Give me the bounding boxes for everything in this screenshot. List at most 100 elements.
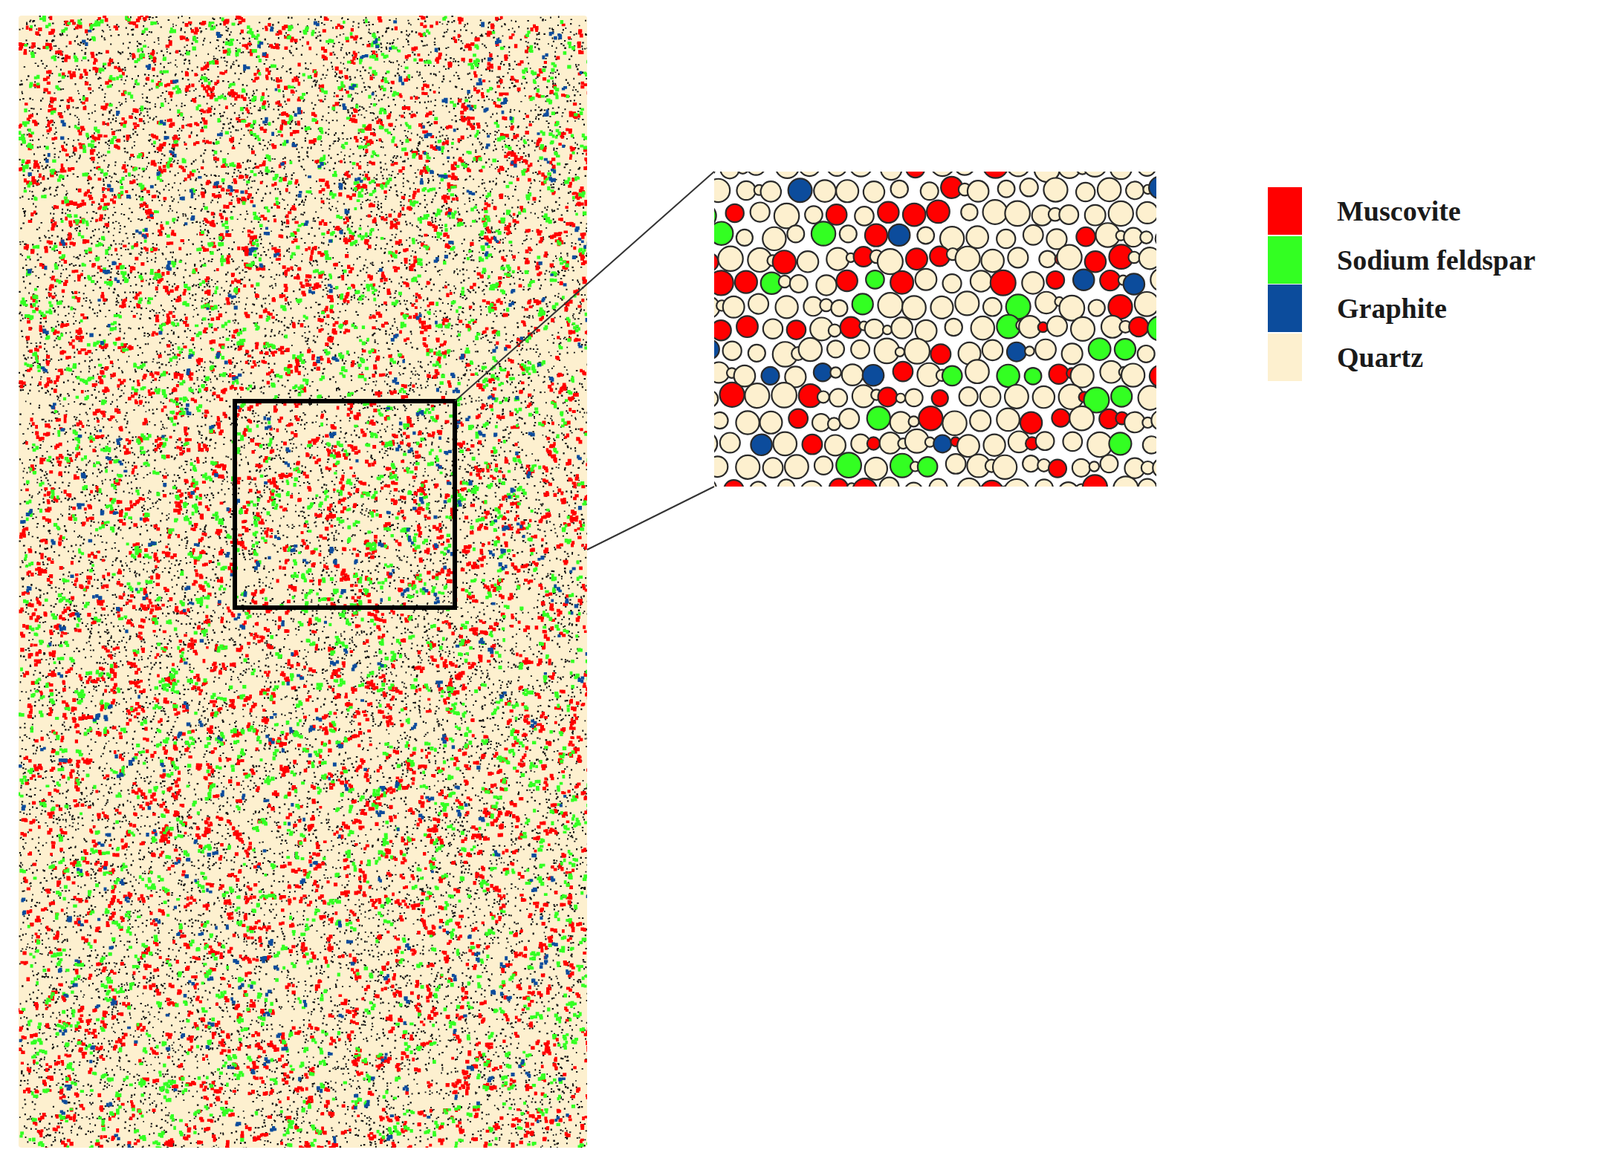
particle xyxy=(930,296,953,319)
particle xyxy=(804,205,822,223)
particle xyxy=(726,204,744,223)
legend-label: Graphite xyxy=(1336,292,1447,325)
particle xyxy=(723,480,744,487)
particle xyxy=(1047,316,1068,337)
particle xyxy=(736,181,756,200)
particle xyxy=(957,434,980,458)
particle xyxy=(891,180,909,198)
particle xyxy=(714,320,732,341)
particle xyxy=(1056,245,1082,270)
particle xyxy=(905,248,928,270)
particle xyxy=(1148,176,1157,200)
particle xyxy=(836,179,859,203)
particle xyxy=(852,293,874,315)
particle xyxy=(965,359,990,384)
particle xyxy=(980,249,1004,272)
particle xyxy=(1020,412,1042,434)
particle xyxy=(1150,268,1157,291)
particle xyxy=(865,224,888,247)
particle xyxy=(908,416,920,427)
particle xyxy=(865,270,885,290)
particle xyxy=(1048,460,1067,478)
particle xyxy=(877,248,903,275)
particle xyxy=(836,452,862,478)
particle xyxy=(1007,247,1028,268)
particle xyxy=(1051,409,1070,428)
particle xyxy=(1089,461,1100,472)
particle xyxy=(957,478,981,487)
particle xyxy=(1125,181,1144,200)
particle xyxy=(714,179,730,203)
legend-swatch xyxy=(1267,236,1302,284)
particle xyxy=(1006,171,1031,177)
particle xyxy=(1049,364,1069,384)
particle xyxy=(942,411,967,436)
particle xyxy=(714,270,734,296)
particle xyxy=(1139,231,1153,244)
particle xyxy=(786,225,805,243)
particle xyxy=(815,274,837,296)
particle xyxy=(955,246,981,272)
particle xyxy=(1043,177,1068,202)
feldspar-particles xyxy=(18,15,588,1149)
particle xyxy=(1137,345,1155,363)
particle xyxy=(854,206,874,226)
particle xyxy=(867,406,891,430)
particle xyxy=(1147,316,1157,342)
particle xyxy=(1070,364,1094,388)
particle xyxy=(723,341,742,361)
particle xyxy=(980,386,1002,408)
particle xyxy=(969,410,991,432)
particle xyxy=(744,383,770,408)
particle xyxy=(917,457,938,477)
particle xyxy=(917,227,935,245)
particle xyxy=(1088,300,1106,317)
particle xyxy=(828,324,842,338)
zoom-inset xyxy=(714,171,1157,487)
particle xyxy=(1114,338,1136,360)
particle xyxy=(720,382,745,408)
particle xyxy=(736,229,753,246)
particle xyxy=(1024,346,1035,356)
particle xyxy=(1128,317,1149,337)
particle xyxy=(748,344,766,362)
particle xyxy=(879,477,900,487)
particle xyxy=(863,181,885,203)
particle xyxy=(902,203,926,226)
particle xyxy=(830,367,841,378)
particle xyxy=(1108,201,1134,226)
particle xyxy=(1038,251,1056,268)
particle xyxy=(980,480,1004,487)
particle xyxy=(877,292,903,318)
particle xyxy=(1024,367,1042,385)
particle xyxy=(1082,171,1107,177)
particle xyxy=(904,338,930,365)
particle xyxy=(735,455,760,480)
particle xyxy=(983,298,1002,317)
particle xyxy=(827,340,845,358)
particle xyxy=(1072,459,1091,478)
particle xyxy=(1035,479,1054,487)
legend-swatch xyxy=(1267,333,1302,382)
particle xyxy=(836,270,858,292)
particle xyxy=(1136,202,1157,224)
particle xyxy=(942,366,963,387)
particle xyxy=(943,274,962,293)
particle xyxy=(865,457,888,481)
graphite-particles xyxy=(18,20,588,1149)
particle xyxy=(734,271,758,294)
particle xyxy=(905,389,923,408)
particle xyxy=(893,361,914,382)
particle xyxy=(954,171,975,176)
particle xyxy=(788,409,808,429)
particle xyxy=(761,367,780,385)
zoom-leader xyxy=(587,486,715,550)
particle xyxy=(926,200,950,224)
particle xyxy=(1137,171,1156,177)
particle xyxy=(931,171,955,177)
particle xyxy=(1152,458,1157,478)
particle xyxy=(930,344,951,365)
particle xyxy=(826,248,849,271)
particle xyxy=(1076,182,1095,202)
